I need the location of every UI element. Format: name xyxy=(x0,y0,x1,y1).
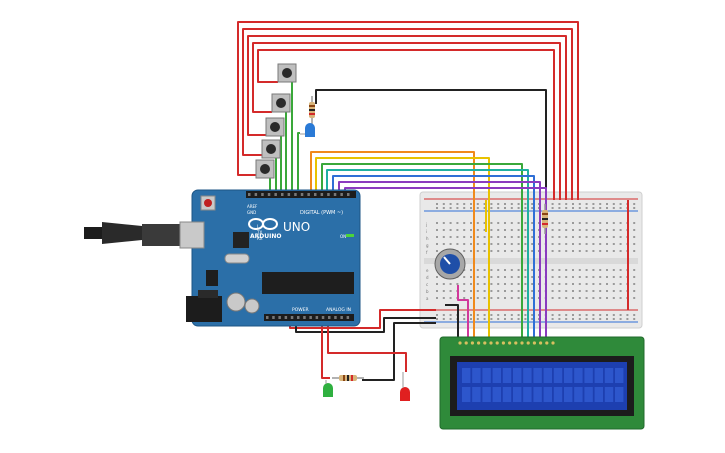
tx-label: TX xyxy=(256,230,262,235)
led-icon[interactable] xyxy=(400,372,410,401)
wire-yellow xyxy=(315,157,490,345)
capacitor-2 xyxy=(244,298,260,314)
row-label: d xyxy=(426,275,429,280)
lcd-pins xyxy=(458,341,555,345)
crystal xyxy=(224,253,250,264)
wire-orange xyxy=(310,151,475,345)
row-label: f xyxy=(426,250,428,255)
wires xyxy=(237,21,629,381)
row-label: c xyxy=(426,282,428,287)
power-analog-header xyxy=(264,314,354,321)
wire-red-analog-1 xyxy=(321,318,330,379)
brand-text: ARDUINO xyxy=(250,233,281,240)
on-label: ON xyxy=(340,234,346,239)
pushbutton-icon[interactable] xyxy=(255,159,275,179)
row-label: e xyxy=(426,268,429,273)
wire-black-power xyxy=(295,317,436,333)
dc-jack-icon xyxy=(186,290,222,322)
wire-black-pot xyxy=(445,304,459,345)
model-text: UNO xyxy=(283,220,310,234)
wire-black-top xyxy=(315,89,547,205)
aref-label: AREF xyxy=(247,204,258,209)
wire-teal xyxy=(326,169,529,345)
power-label: POWER xyxy=(292,307,309,313)
reset-cap xyxy=(204,199,212,207)
digital-pins xyxy=(248,193,350,196)
pushbutton-icon[interactable] xyxy=(265,117,285,137)
arduino-board: ARDUINO UNO DIGITAL (PWM ~) POWER ANALOG… xyxy=(84,189,361,327)
led-icon[interactable] xyxy=(300,123,315,137)
power-led xyxy=(346,234,354,237)
resistor-icon xyxy=(332,375,364,381)
wire-red-4 xyxy=(252,42,561,200)
capacitor-1 xyxy=(226,292,246,312)
wire-blue xyxy=(332,175,535,345)
row-label: j xyxy=(425,222,427,227)
row-label: a xyxy=(426,296,429,301)
arduino-logo-icon xyxy=(248,218,278,230)
wire-purple xyxy=(338,181,541,345)
wire-green-lcd xyxy=(321,163,523,345)
row-label: g xyxy=(426,243,429,248)
row-label: h xyxy=(426,236,429,241)
analog-label: ANALOG IN xyxy=(326,307,351,313)
wire-pink xyxy=(457,285,469,345)
usb-chip xyxy=(233,232,249,248)
potentiometer-icon[interactable] xyxy=(434,248,466,280)
atmega-chip xyxy=(262,272,354,294)
rx-label: RX xyxy=(257,236,263,241)
wire-green-led xyxy=(297,132,300,195)
lcd-display xyxy=(439,336,645,430)
regulator xyxy=(206,270,218,286)
resistor-icon xyxy=(309,96,315,124)
row-label: b xyxy=(426,289,429,294)
digital-label: DIGITAL (PWM ~) xyxy=(300,210,343,216)
row-label: i xyxy=(426,229,427,234)
gnd-label: GND xyxy=(247,210,256,215)
wire-red-1 xyxy=(237,21,579,200)
pushbutton-icon[interactable] xyxy=(271,93,291,113)
pushbutton-icon[interactable] xyxy=(277,63,297,83)
led-icon[interactable] xyxy=(323,380,333,397)
wire-red-2 xyxy=(242,28,573,200)
pushbutton-icon[interactable] xyxy=(261,139,281,159)
wire-red-3 xyxy=(247,35,567,200)
l-label: L xyxy=(257,224,260,229)
wire-red-5 xyxy=(257,49,555,200)
wire-red-analog-2 xyxy=(327,318,407,372)
usb-connector-icon xyxy=(84,221,205,249)
resistor-icon xyxy=(542,204,548,234)
analog-pins xyxy=(266,316,350,319)
lcd-character-cells xyxy=(462,368,624,402)
wire-black-gnd xyxy=(362,322,436,381)
pushbuttons xyxy=(255,63,297,179)
